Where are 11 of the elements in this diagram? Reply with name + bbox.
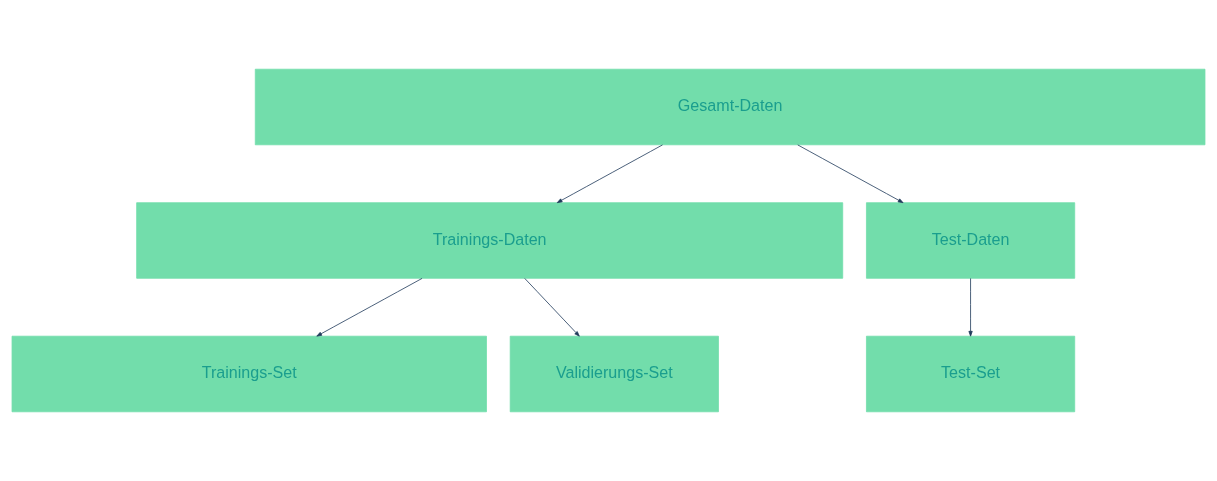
node-box: Test-Set [866,335,1076,413]
arrow [797,144,904,204]
arrow [316,278,423,337]
node-box: Gesamt-Daten [254,68,1206,146]
node-box: Validierungs-Set [509,335,719,413]
node-box: Test-Daten [866,202,1076,279]
node-box: Trainings-Set [11,335,487,413]
node-box: Trainings-Daten [136,202,844,279]
arrow [524,278,580,337]
arrow [968,278,973,337]
arrow [556,144,663,204]
